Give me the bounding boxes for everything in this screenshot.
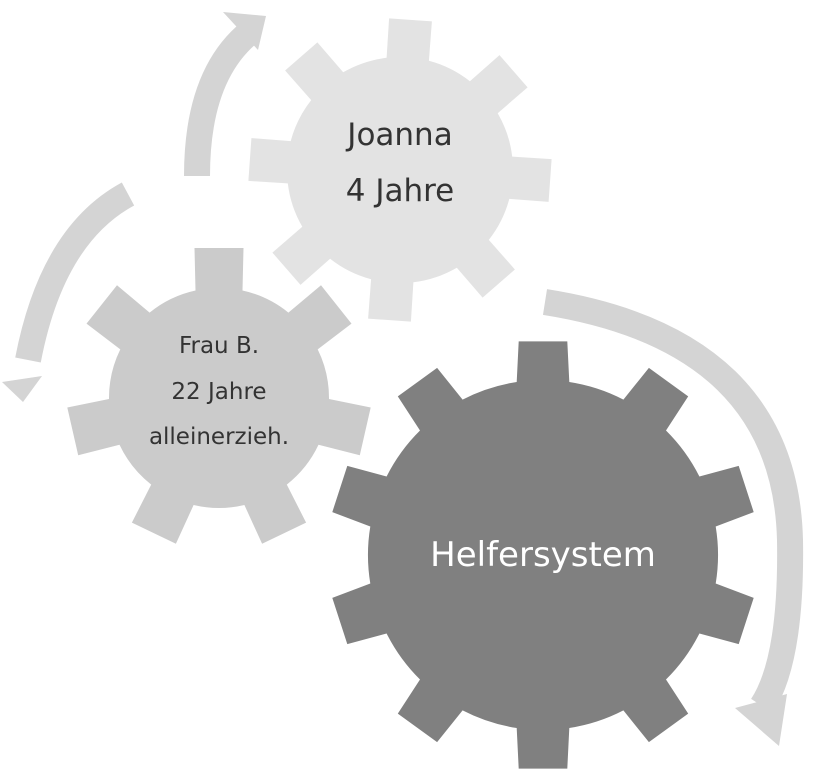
gear-helfersystem-label: Helfersystem	[430, 535, 656, 575]
left-arrow-head	[2, 376, 42, 402]
gear-joanna-line2: 4 Jahre	[346, 173, 455, 209]
left-arrow	[2, 182, 135, 402]
left-arrow-shaft	[15, 182, 135, 363]
gear-frau-shape	[67, 248, 371, 544]
gear-helfersystem: Helfersystem	[332, 341, 754, 769]
top-arrow	[184, 12, 266, 177]
gear-frau-line3: alleinerzieh.	[149, 424, 289, 450]
gear-frau-line2: 22 Jahre	[171, 379, 266, 405]
right-arrow-head	[735, 694, 787, 746]
gear-frau-line1: Frau B.	[179, 333, 259, 359]
gear-helfersystem-shape	[332, 341, 754, 769]
gear-joanna-line1: Joanna	[345, 117, 452, 153]
gear-joanna-shape	[248, 18, 552, 322]
gear-joanna: Joanna 4 Jahre	[248, 18, 552, 322]
right-arrow	[542, 289, 804, 746]
top-arrow-shaft	[184, 21, 259, 177]
top-arrow-head	[223, 12, 266, 50]
gear-frau: Frau B. 22 Jahre alleinerzieh.	[67, 248, 371, 544]
right-arrow-shaft	[542, 289, 804, 714]
